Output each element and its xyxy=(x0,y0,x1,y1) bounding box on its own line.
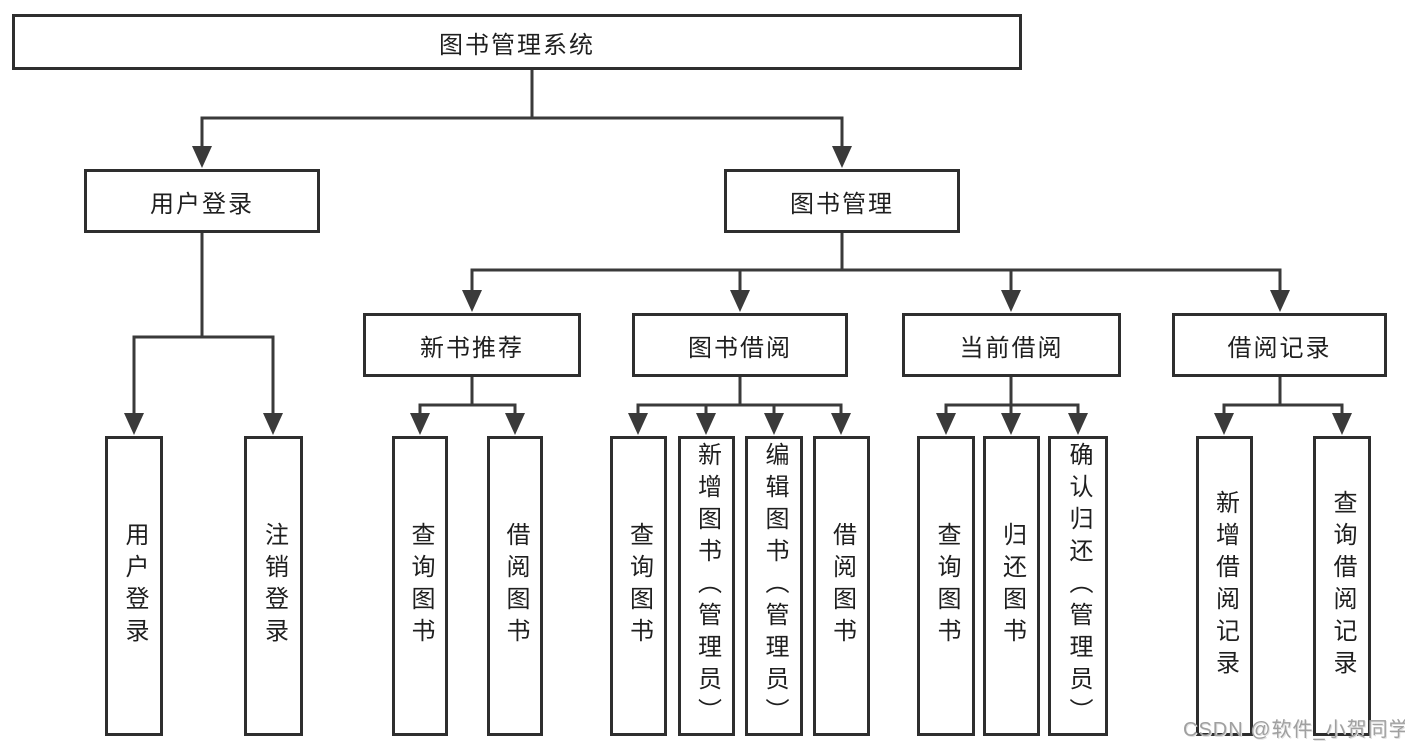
node-root-label: 图书管理系统 xyxy=(439,31,595,59)
node-new-book-recommend-label: 新书推荐 xyxy=(420,334,524,362)
connectors-records xyxy=(1214,377,1352,435)
leaf-borrow-query-books: 查询图书 xyxy=(610,436,667,736)
connectors-current xyxy=(936,377,1088,435)
node-user-login: 用户登录 xyxy=(84,169,320,233)
node-book-manage-label: 图书管理 xyxy=(790,190,894,218)
node-user-login-label: 用户登录 xyxy=(150,190,254,218)
node-current-borrow-label: 当前借阅 xyxy=(959,334,1064,362)
node-root: 图书管理系统 xyxy=(12,14,1022,70)
leaf-recommend-borrow-books: 借阅图书 xyxy=(487,436,543,736)
node-borrow-records: 借阅记录 xyxy=(1172,313,1387,377)
leaf-current-confirm-return-admin-label: 确认归还（管理员） xyxy=(1065,442,1092,730)
leaf-borrow-edit-books-admin: 编辑图书（管理员） xyxy=(745,436,803,736)
node-book-manage: 图书管理 xyxy=(724,169,960,233)
leaf-borrow-query-books-label: 查询图书 xyxy=(625,522,653,650)
leaf-borrow-add-books-admin-label: 新增图书（管理员） xyxy=(693,442,721,730)
node-borrow-records-label: 借阅记录 xyxy=(1227,334,1332,362)
leaf-recommend-borrow-books-label: 借阅图书 xyxy=(502,522,529,650)
csdn-watermark: CSDN @软件_小贺同学 xyxy=(1183,719,1405,741)
leaf-records-query-borrow-record-label: 查询借阅记录 xyxy=(1329,490,1356,682)
connectors-recommend xyxy=(410,377,525,435)
leaf-borrow-add-books-admin: 新增图书（管理员） xyxy=(678,436,735,736)
leaf-user-login-label: 用户登录 xyxy=(121,522,148,650)
leaf-current-return-books: 归还图书 xyxy=(983,436,1040,736)
leaf-records-add-borrow-record: 新增借阅记录 xyxy=(1196,436,1253,736)
leaf-current-query-books-label: 查询图书 xyxy=(933,522,960,650)
leaf-records-add-borrow-record-label: 新增借阅记录 xyxy=(1211,490,1239,682)
connectors-borrow xyxy=(628,377,851,435)
leaf-logout-label: 注销登录 xyxy=(260,522,288,650)
node-book-borrow-label: 图书借阅 xyxy=(688,334,792,362)
leaf-recommend-query-books: 查询图书 xyxy=(392,436,448,736)
node-current-borrow: 当前借阅 xyxy=(902,313,1121,377)
connectors-manage xyxy=(462,233,1290,312)
connectors-login xyxy=(124,233,283,435)
connectors-root xyxy=(192,70,852,168)
leaf-borrow-borrow-books-label: 借阅图书 xyxy=(828,522,856,650)
leaf-recommend-query-books-label: 查询图书 xyxy=(407,522,434,650)
node-new-book-recommend: 新书推荐 xyxy=(363,313,581,377)
leaf-logout: 注销登录 xyxy=(244,436,303,736)
leaf-current-confirm-return-admin: 确认归还（管理员） xyxy=(1048,436,1108,736)
node-book-borrow: 图书借阅 xyxy=(632,313,848,377)
leaf-current-return-books-label: 归还图书 xyxy=(998,522,1026,650)
leaf-records-query-borrow-record: 查询借阅记录 xyxy=(1313,436,1371,736)
leaf-user-login: 用户登录 xyxy=(105,436,163,736)
leaf-current-query-books: 查询图书 xyxy=(917,436,975,736)
leaf-borrow-borrow-books: 借阅图书 xyxy=(813,436,870,736)
leaf-borrow-edit-books-admin-label: 编辑图书（管理员） xyxy=(761,442,788,730)
